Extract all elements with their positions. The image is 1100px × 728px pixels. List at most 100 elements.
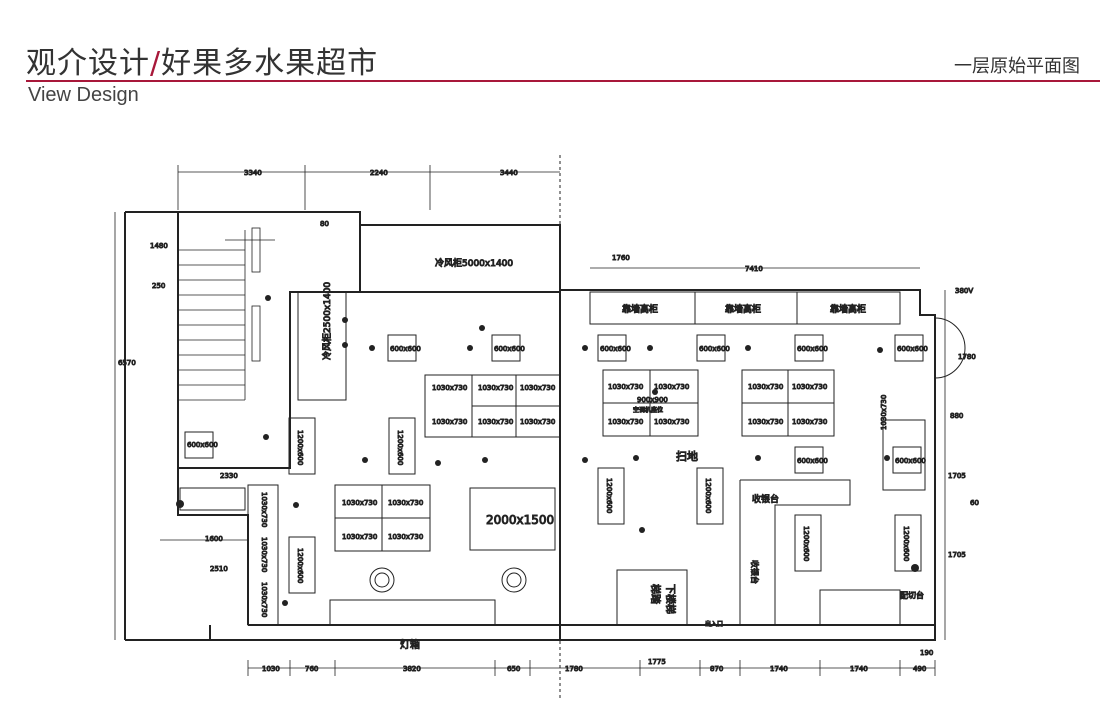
table-label-2: 1030x730: [432, 418, 467, 426]
lightbox-strip: [329, 599, 496, 626]
table-label-8: 1030x730: [654, 383, 689, 391]
box-600-label-2: 600x600: [494, 345, 525, 353]
sheet-name: 一层原始平面图: [954, 56, 1080, 77]
box-600-label-4: 600x600: [699, 345, 730, 353]
wall-cabinet-label-2: 靠墙高柜: [725, 303, 761, 315]
box-600-label-7: 600x600: [187, 441, 218, 449]
box-600-label-3: 600x600: [600, 345, 631, 353]
title-brand: 观介设计: [26, 46, 150, 81]
subtitle-english: View Design: [28, 84, 139, 106]
box-1030-vertical-label-3: 1030x730: [260, 582, 268, 617]
dim-bottom-8: 1740: [770, 665, 788, 673]
table-label-11: 1030x730: [748, 383, 783, 391]
dim-right-top-2: 7410: [745, 265, 763, 273]
table-label-5: 1030x730: [520, 384, 555, 392]
cashier-counter: [739, 479, 851, 625]
dim-bottom-5: 1780: [565, 665, 583, 673]
sink: [179, 487, 246, 511]
table-label-17: 1030x730: [342, 533, 377, 541]
table-label-4: 1030x730: [478, 418, 513, 426]
box-600-label-5: 600x600: [797, 345, 828, 353]
dim-right-6: 1705: [948, 551, 966, 559]
dim-bottom-10: 490: [913, 665, 926, 673]
box-600-label-6: 600x600: [897, 345, 928, 353]
stairs-note-2: 梯踏: [649, 584, 662, 604]
dim-right-3: 880: [950, 412, 963, 420]
display-600-boxes: [184, 334, 924, 474]
dim-bottom-3: 3820: [403, 665, 421, 673]
box-600-label-8: 600x600: [797, 457, 828, 465]
dim-left-4: 2330: [220, 472, 238, 480]
title-project: 好果多水果超市: [161, 46, 379, 81]
dim-80: 80: [320, 220, 329, 228]
walls: [124, 211, 936, 641]
box-1200-label-5: 1200x600: [704, 478, 712, 513]
dim-bottom-4: 650: [507, 665, 520, 673]
entrance-label: 出入口: [705, 620, 723, 628]
table-label-13: 1030x730: [748, 418, 783, 426]
box-1030-vertical-label-2: 1030x730: [260, 537, 268, 572]
cold-cabinet-label: 冷风柜5000x1400: [435, 257, 513, 269]
dim-left-3: 6570: [118, 359, 136, 367]
title-separator: /: [150, 46, 162, 81]
dim-right-1: 380V: [955, 287, 973, 295]
box-1200-label-1: 1200x600: [296, 430, 304, 465]
table-label-9: 1030x730: [608, 418, 643, 426]
box-600-label-9: 600x600: [895, 457, 926, 465]
dim-top-2: 2240: [370, 169, 388, 177]
dim-bottom-7: 870: [710, 665, 723, 673]
box-1030-vertical-label-1: 1030x730: [260, 492, 268, 527]
handwritten-note: 扫地: [676, 450, 698, 463]
dim-left-1: 1480: [150, 242, 168, 250]
table-label-15: 1030x730: [342, 499, 377, 507]
display-table-grids: [334, 369, 835, 552]
dim-top-1: 3340: [244, 169, 262, 177]
box-1200-label-4: 1200x600: [605, 478, 613, 513]
wall-cabinet-label-1: 靠墙高柜: [622, 303, 658, 315]
table-label-16: 1030x730: [388, 499, 423, 507]
staircase: [178, 227, 275, 401]
dim-bottom-1: 1030: [262, 665, 280, 673]
table-label-12: 1030x730: [792, 383, 827, 391]
table-label-6: 1030x730: [520, 418, 555, 426]
dim-right-2: 1780: [958, 353, 976, 361]
box-1030-right-label: 1030x730: [880, 395, 888, 430]
dim-right-4: 1705: [948, 472, 966, 480]
right-door-swing: [934, 317, 966, 379]
table-label-3: 1030x730: [478, 384, 513, 392]
dim-bottom-2: 760: [305, 665, 318, 673]
dim-right-5: 60: [970, 499, 979, 507]
page-title: 观介设计/好果多水果超市: [26, 38, 378, 82]
box-1200-label-6: 1200x600: [802, 526, 810, 561]
cashier-label: 收银台: [752, 493, 779, 505]
round-columns: [369, 567, 527, 593]
dimension-lines: [114, 165, 946, 676]
big-table-label: 2000x1500: [486, 513, 554, 527]
dim-top-3: 3440: [500, 169, 518, 177]
table-label-14: 1030x730: [792, 418, 827, 426]
cold-cabinet-vertical-label: 冷风柜2500x1400: [321, 282, 333, 360]
box-1200-label-2: 1200x600: [396, 430, 404, 465]
wall-cabinet-label-3: 靠墙高柜: [830, 303, 866, 315]
light-fixtures: [176, 295, 919, 606]
lightbox-label: 灯箱: [400, 638, 420, 651]
display-1200-boxes: [247, 417, 926, 626]
box-600-label-1: 600x600: [390, 345, 421, 353]
table-label-18: 1030x730: [388, 533, 423, 541]
dim-left-5: 1600: [205, 535, 223, 543]
dim-left-6: 2510: [210, 565, 228, 573]
dim-bottom-11: 190: [920, 649, 933, 657]
dim-bottom-9: 1740: [850, 665, 868, 673]
stairs-note: 下楼梯: [664, 584, 677, 614]
box-1200-label-7: 1200x600: [902, 526, 910, 561]
cutting-area: [819, 589, 901, 626]
table-label-10: 1030x730: [654, 418, 689, 426]
dim-bottom-6: 1775: [648, 658, 666, 666]
table-label-7: 1030x730: [608, 383, 643, 391]
ac-position-label: 空调机座位: [633, 406, 663, 414]
box-1200-label-3: 1200x600: [296, 548, 304, 583]
wall-cabinets: [589, 291, 901, 325]
box-900-label: 900x900: [637, 396, 668, 404]
cutting-label: 配切台: [900, 590, 924, 600]
